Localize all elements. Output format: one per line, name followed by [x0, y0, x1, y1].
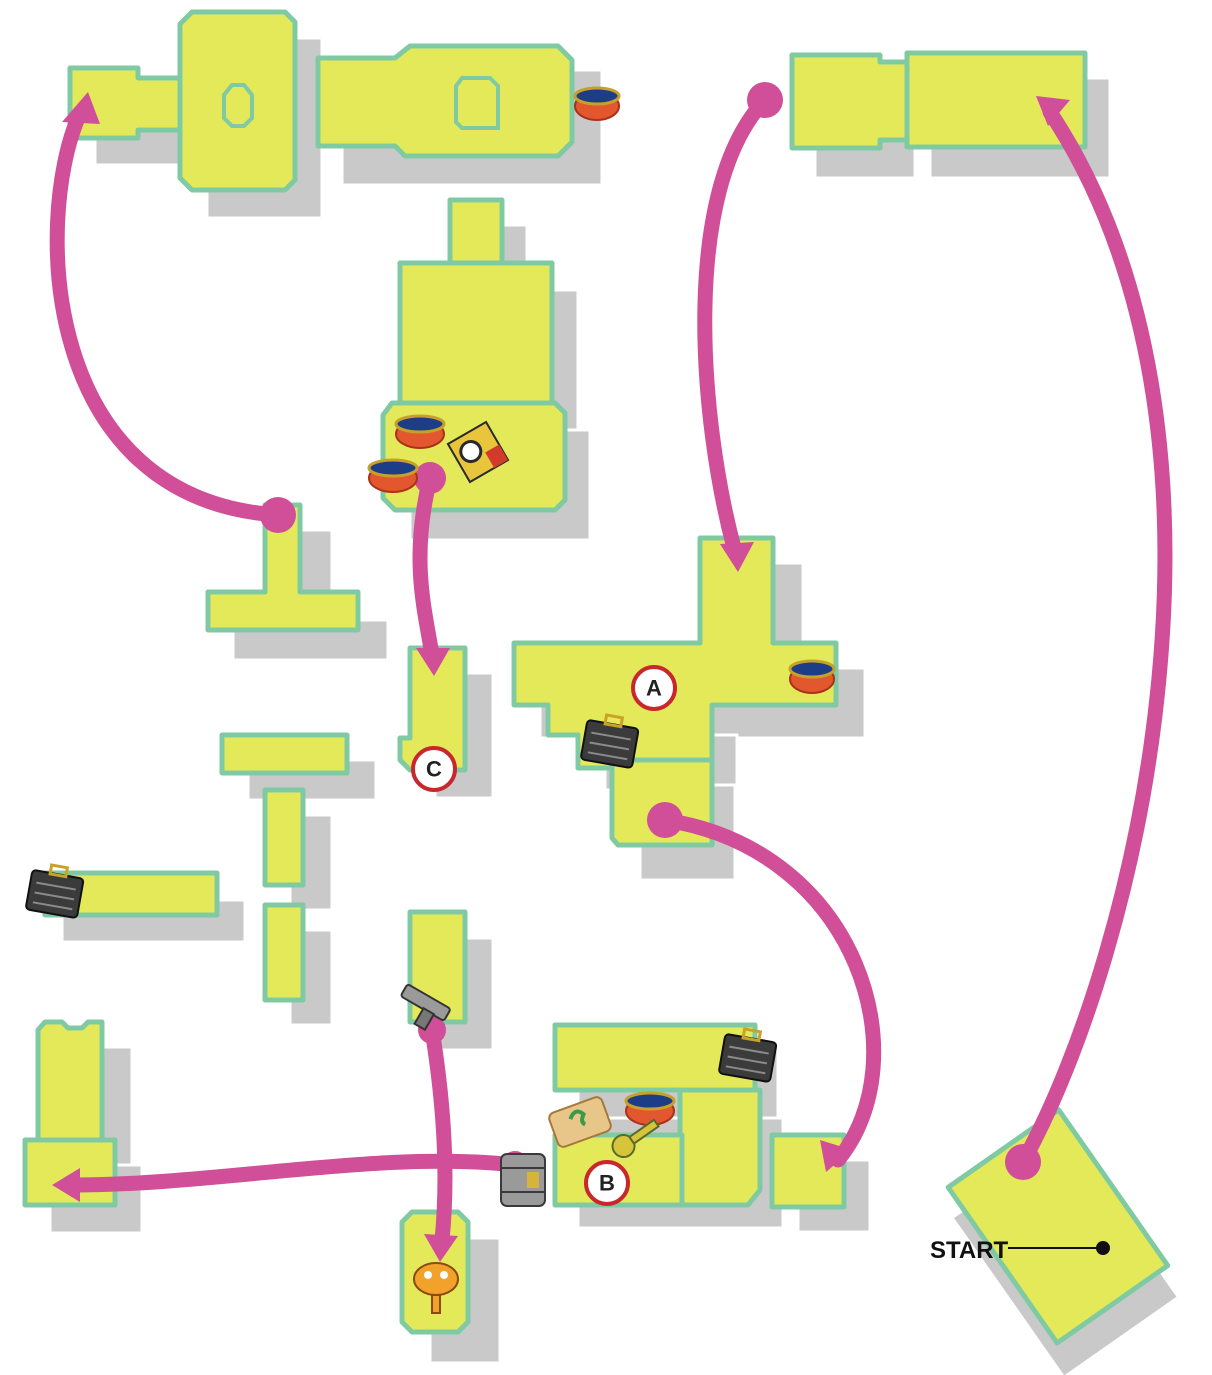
route-arrows — [49, 82, 1173, 1262]
honey-pot-icon[interactable] — [788, 659, 836, 694]
door-icon — [222, 83, 254, 128]
room — [262, 787, 306, 888]
arrow-head — [820, 1140, 852, 1172]
treasure-map-icon[interactable] — [548, 1096, 613, 1149]
route-line — [49, 110, 286, 523]
room — [35, 1019, 105, 1143]
room — [677, 1087, 763, 1208]
honey-pot-icon[interactable] — [624, 1091, 676, 1126]
route-line — [1015, 104, 1173, 1170]
marker-label: C — [426, 757, 442, 782]
route-line — [697, 92, 773, 556]
arrow-head — [416, 648, 450, 676]
key-icon[interactable] — [608, 1114, 662, 1161]
room — [397, 645, 468, 773]
room — [205, 502, 361, 633]
route-dot — [747, 82, 783, 118]
door-icon — [454, 76, 500, 130]
start-label: START — [930, 1237, 1009, 1264]
route-dot — [260, 497, 296, 533]
route-dot — [1005, 1144, 1041, 1180]
route-line — [64, 1153, 523, 1193]
room-start — [945, 1107, 1171, 1346]
room — [219, 732, 350, 776]
room — [315, 43, 575, 159]
door-outlines — [222, 76, 500, 130]
arrow-head — [720, 542, 754, 572]
route-line — [657, 812, 882, 1168]
briefcase-icon[interactable] — [25, 862, 86, 919]
route-dot — [414, 462, 446, 494]
room — [447, 197, 505, 268]
room — [262, 902, 306, 1003]
room — [397, 260, 555, 406]
marker-c[interactable]: C — [411, 746, 457, 792]
arrow-head — [52, 1168, 80, 1202]
marker-label: A — [646, 676, 662, 701]
items — [25, 86, 836, 1314]
arrow-head — [62, 92, 100, 124]
honey-pot-icon[interactable] — [573, 86, 621, 121]
marker-b[interactable]: B — [584, 1160, 630, 1206]
briefcase-icon[interactable] — [718, 1026, 779, 1083]
chip-packet-icon[interactable] — [446, 420, 510, 484]
briefcase-icon[interactable] — [580, 712, 641, 769]
room — [177, 9, 298, 193]
start-point — [1096, 1241, 1110, 1255]
marker-label: B — [599, 1171, 615, 1196]
route-line — [412, 470, 440, 663]
worm-creature-icon[interactable] — [413, 1262, 459, 1314]
honey-pot-icon[interactable] — [394, 414, 446, 449]
honey-pot-icon[interactable] — [367, 458, 419, 493]
arrow-head — [424, 1234, 458, 1262]
gun-icon[interactable] — [392, 984, 451, 1036]
rooms — [22, 9, 1171, 1346]
barrel-icon[interactable] — [500, 1153, 546, 1207]
arrow-head — [1036, 96, 1070, 126]
marker-a[interactable]: A — [631, 665, 677, 711]
route-dot — [647, 802, 683, 838]
room — [789, 52, 913, 151]
route-line — [424, 1022, 453, 1248]
start-indicator: START — [930, 1237, 1110, 1264]
